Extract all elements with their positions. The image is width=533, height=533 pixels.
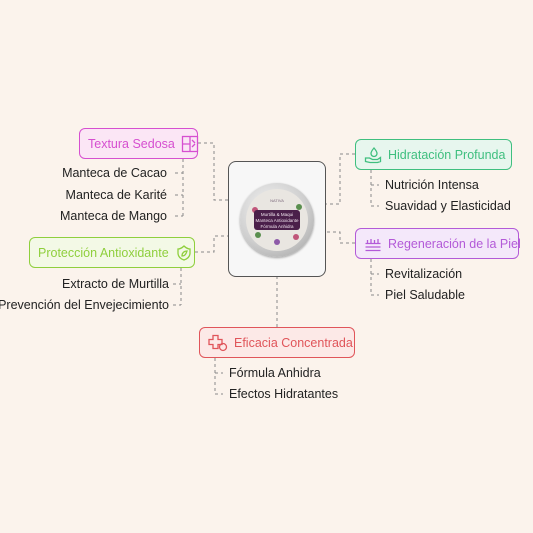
leaf-manteca-karite: Manteca de Karité: [65, 188, 167, 202]
branch-proteccion-antioxidante: Protección Antioxidante: [29, 237, 195, 268]
product-label-line1: Murtilla & Maqui: [260, 212, 294, 217]
texture-icon: [181, 135, 199, 152]
branch-proteccion-antioxidante-title: Protección Antioxidante: [38, 245, 169, 260]
skin-layers-icon: [365, 238, 381, 251]
branch-eficacia-concentrada-title: Eficacia Concentrada: [234, 335, 353, 350]
branch-hidratacion-profunda: Hidratación Profunda: [355, 139, 512, 170]
branch-textura-sedosa-title: Textura Sedosa: [88, 136, 175, 151]
hand-drop-icon: [364, 146, 382, 163]
leaf-efectos-hidratantes: Efectos Hidratantes: [229, 387, 339, 401]
product-card: NATIVA Murtilla & Maqui Manteca Antioxid…: [228, 161, 326, 277]
connector-line: [198, 142, 228, 201]
leaf-manteca-mango: Manteca de Mango: [59, 209, 167, 223]
leaf-nutricion-intensa: Nutrición Intensa: [385, 178, 479, 192]
product-tin-image: NATIVA Murtilla & Maqui Manteca Antioxid…: [240, 183, 314, 257]
leaf-manteca-cacao: Manteca de Cacao: [62, 166, 167, 180]
leaf-suavidad-elasticidad: Suavidad y Elasticidad: [385, 199, 511, 213]
connector-line: [195, 235, 228, 253]
leaf-shield-icon: [176, 244, 191, 261]
medical-cross-icon: [208, 334, 228, 351]
leaf-formula-anhidra: Fórmula Anhidra: [229, 366, 321, 380]
branch-textura-sedosa: Textura Sedosa: [79, 128, 199, 159]
branch-regeneracion-piel-title: Regeneración de la Piel: [388, 236, 521, 251]
branch-regeneracion-piel: Regeneración de la Piel: [355, 228, 521, 259]
branch-eficacia-concentrada: Eficacia Concentrada: [199, 327, 355, 358]
product-label-line3: Fórmula Anhidra: [260, 224, 294, 229]
branch-hidratacion-profunda-title: Hidratación Profunda: [388, 147, 506, 162]
connector-line: [326, 153, 355, 205]
connector-line: [326, 231, 355, 244]
leaf-prevencion-envejecimiento: Prevención del Envejecimiento: [0, 298, 169, 312]
leaf-revitalizacion: Revitalización: [385, 267, 463, 281]
leaf-piel-saludable: Piel Saludable: [385, 288, 465, 302]
product-label: Murtilla & Maqui Manteca Antioxidante Fó…: [254, 210, 300, 230]
product-brand: NATIVA: [270, 198, 284, 203]
leaf-extracto-murtilla: Extracto de Murtilla: [62, 277, 169, 291]
product-label-line2: Manteca Antioxidante: [255, 218, 299, 223]
